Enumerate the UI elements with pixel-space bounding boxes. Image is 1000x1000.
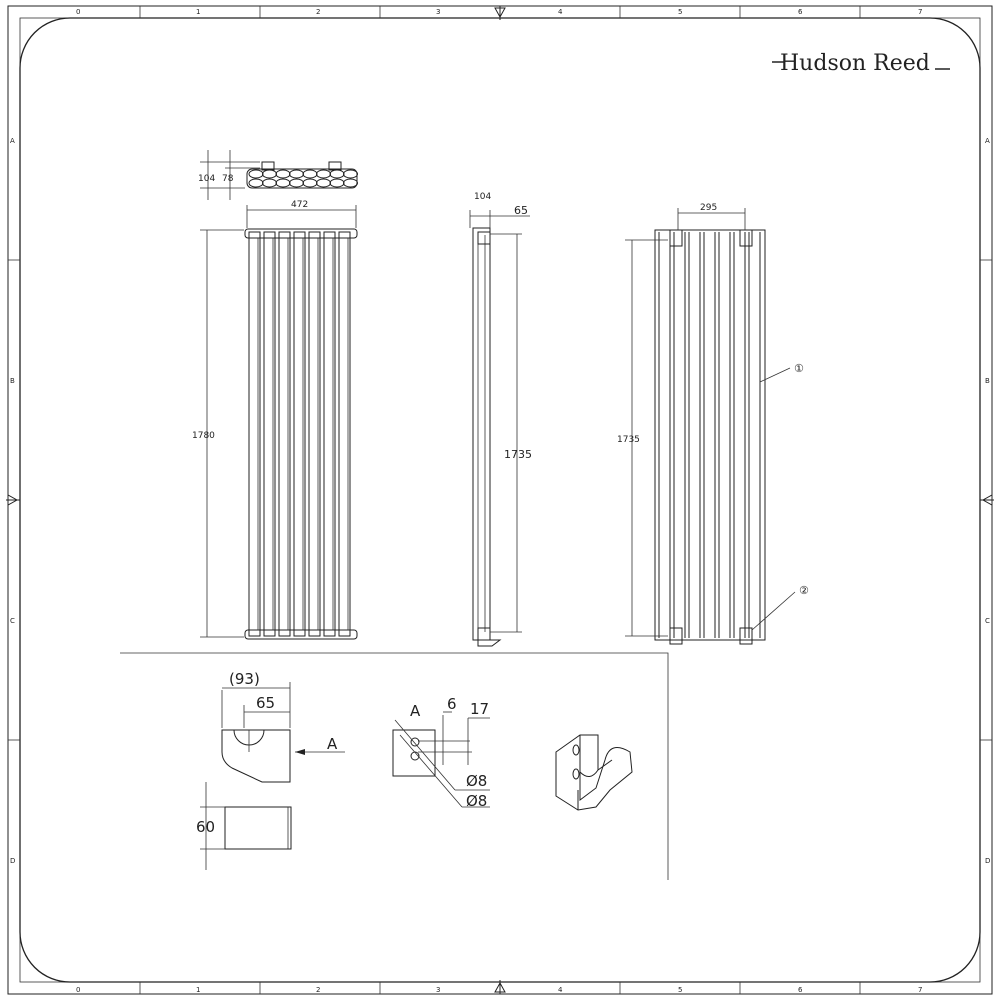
centering-marks <box>6 6 994 994</box>
row-label: B <box>985 377 990 385</box>
tube-section <box>289 178 304 188</box>
radiator-tube <box>308 231 321 637</box>
dim-side-depth: 104 <box>474 192 491 202</box>
brand-logo: Hudson Reed <box>772 51 950 76</box>
dim-bracket-spacing: 295 <box>700 203 717 213</box>
bracket-detail: (93) 65 A 60 <box>196 670 345 870</box>
dim-front-height: 1780 <box>192 431 215 441</box>
tube-section <box>262 178 277 188</box>
dim-rear-height: 1735 <box>617 435 640 445</box>
top-view-outline <box>246 168 358 189</box>
dim-side-offset: 65 <box>514 204 528 217</box>
hole-dim-2: Ø8 <box>466 792 487 810</box>
col-label: 5 <box>678 986 682 994</box>
row-label: C <box>10 617 15 625</box>
row-label: D <box>985 857 990 865</box>
tube-section <box>262 169 277 179</box>
col-label: 4 <box>558 8 563 16</box>
side-view: 104 65 1735 <box>469 192 532 647</box>
bracket-3d-view <box>555 734 633 811</box>
dim-top-depth: 104 <box>198 174 215 184</box>
dim-pipe-depth: 78 <box>222 174 234 184</box>
row-label: A <box>10 137 15 145</box>
col-label: 2 <box>316 986 320 994</box>
tube-section <box>343 169 358 179</box>
col-label: 6 <box>798 8 803 16</box>
col-label: 7 <box>918 986 922 994</box>
column-labels-bottom: 0 1 2 3 4 5 6 7 <box>76 986 922 994</box>
radiator-tube <box>323 231 336 637</box>
col-label: 5 <box>678 8 682 16</box>
tube-section <box>316 169 331 179</box>
col-label: 0 <box>76 986 80 994</box>
dim-bracket-height: 60 <box>196 818 215 836</box>
row-label: C <box>985 617 990 625</box>
tube-section <box>289 169 304 179</box>
col-label: 3 <box>436 8 440 16</box>
col-label: 0 <box>76 8 80 16</box>
dim-bracket-depth: 65 <box>256 694 275 712</box>
tube-section <box>275 169 291 179</box>
col-label: 1 <box>196 8 200 16</box>
row-label: B <box>10 377 15 385</box>
radiator-tube <box>338 231 351 637</box>
dim-width: 472 <box>291 200 308 210</box>
view-arrow-label: A <box>327 735 338 753</box>
dim-17: 17 <box>470 700 489 718</box>
col-label: 2 <box>316 8 320 16</box>
detail-panel-border <box>120 652 669 880</box>
dim-overall: (93) <box>229 670 260 688</box>
tube-section <box>302 178 318 188</box>
row-label: D <box>10 857 15 865</box>
col-label: 1 <box>196 986 200 994</box>
hole-dim-1: Ø8 <box>466 772 487 790</box>
tube-section <box>302 169 318 179</box>
view-a-label: A <box>410 702 421 720</box>
dim-6: 6 <box>447 695 457 713</box>
view-a-detail: A Ø8 Ø8 6 17 <box>392 695 490 810</box>
tube-section <box>248 178 264 188</box>
radiator-tube <box>278 231 291 637</box>
col-label: 3 <box>436 986 440 994</box>
tube-section <box>329 178 345 188</box>
outer-border <box>7 5 993 995</box>
tube-section <box>329 169 345 179</box>
tube-section <box>316 178 331 188</box>
tube-section <box>275 178 291 188</box>
rear-view: 295 1735 ① ② <box>617 203 809 645</box>
col-label: 4 <box>558 986 563 994</box>
rounded-frame <box>19 17 981 983</box>
callout-2: ② <box>799 584 809 597</box>
radiator-tube <box>263 231 276 637</box>
callout-1: ① <box>794 362 804 375</box>
front-view: 1780 <box>192 228 358 640</box>
radiator-tube <box>293 231 306 637</box>
col-label: 7 <box>918 8 922 16</box>
row-label: A <box>985 137 990 145</box>
col-label: 6 <box>798 986 803 994</box>
row-labels: A B C D A B C D <box>10 137 990 865</box>
radiator-tube <box>248 231 261 637</box>
tube-section <box>343 178 358 188</box>
inner-border <box>19 17 981 983</box>
top-view: 104 78 472 <box>198 150 358 228</box>
dim-side-height: 1735 <box>504 448 532 461</box>
frame-ticks <box>8 6 992 994</box>
brand-name: Hudson Reed <box>780 51 930 76</box>
column-labels-top: 0 1 2 3 4 5 6 7 <box>76 8 922 16</box>
tube-section <box>248 169 264 179</box>
